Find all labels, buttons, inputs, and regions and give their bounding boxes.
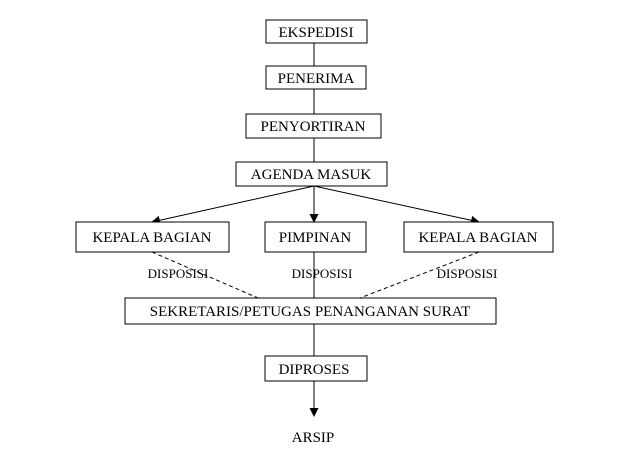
node-arsip-label: ARSIP [292,430,335,446]
node-diproses-label: DIPROSES [279,362,350,378]
node-ekspedisi-label: EKSPEDISI [278,25,353,41]
dashed-kepala-left-sekretaris [151,251,259,299]
node-kepala-bagian-right-label: KEPALA BAGIAN [418,230,537,246]
node-penerima-label: PENERIMA [278,71,355,87]
node-penerima: PENERIMA [265,65,367,90]
edge-label-disposisi-center: DISPOSISI [292,266,353,281]
node-penyortiran: PENYORTIRAN [245,113,382,139]
dashed-kepala-right-sekretaris [359,251,480,299]
arrow-agenda-kepala-right [313,185,480,225]
node-pimpinan-label: PIMPINAN [279,230,352,246]
node-ekspedisi: EKSPEDISI [265,19,368,44]
node-diproses: DIPROSES [264,355,368,382]
node-sekretaris: SEKRETARIS/PETUGAS PENANGANAN SURAT [124,297,497,325]
node-penyortiran-label: PENYORTIRAN [261,119,366,135]
node-kepala-bagian-left: KEPALA BAGIAN [75,221,230,253]
node-kepala-bagian-left-label: KEPALA BAGIAN [92,230,211,246]
edge-label-disposisi-left: DISPOSISI [148,266,209,281]
edge-label-disposisi-right: DISPOSISI [437,266,498,281]
node-sekretaris-label: SEKRETARIS/PETUGAS PENANGANAN SURAT [150,304,471,320]
node-agenda-masuk-label: AGENDA MASUK [251,167,372,183]
node-agenda-masuk: AGENDA MASUK [235,161,388,187]
arrow-agenda-kepala-left [151,185,315,225]
node-kepala-bagian-right: KEPALA BAGIAN [403,221,554,253]
node-pimpinan: PIMPINAN [264,221,367,253]
